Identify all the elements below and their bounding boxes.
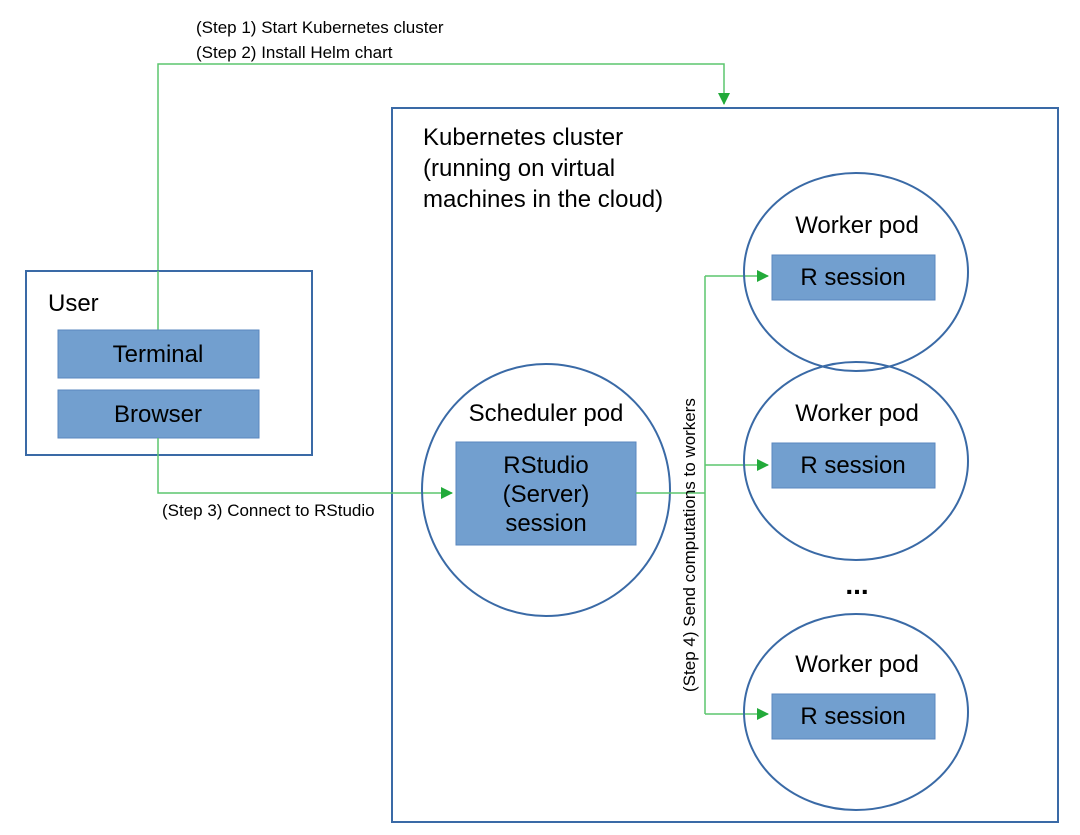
terminal-label: Terminal — [113, 341, 204, 368]
user-title: User — [48, 290, 99, 317]
rstudio-line-2: (Server) — [503, 481, 590, 508]
step4-label: (Step 4) Send computations to workers — [680, 398, 699, 692]
worker-pod-3 — [743, 613, 969, 811]
rstudio-session-box — [455, 441, 637, 546]
browser-label: Browser — [114, 401, 202, 428]
cluster-title-line-3: machines in the cloud) — [423, 186, 663, 213]
scheduler-pod-title: Scheduler pod — [469, 400, 624, 427]
worker-pod-1-title: Worker pod — [795, 212, 919, 239]
rstudio-line-3: session — [505, 510, 586, 537]
scheduler-pod — [421, 363, 671, 617]
worker-1-session-label: R session — [800, 264, 905, 291]
step1-label: (Step 1) Start Kubernetes cluster — [196, 18, 444, 37]
more-workers-ellipsis: ... — [845, 569, 868, 600]
step3-connector — [157, 438, 453, 499]
worker-3-session-label: R session — [800, 703, 905, 730]
worker-pod-1 — [743, 172, 969, 372]
worker-3-session-box — [771, 693, 936, 740]
step2-label: (Step 2) Install Helm chart — [196, 43, 393, 62]
worker-1-session-box — [771, 254, 936, 301]
worker-2-session-box — [771, 442, 936, 489]
step3-label: (Step 3) Connect to RStudio — [162, 501, 375, 520]
worker-pod-3-title: Worker pod — [795, 651, 919, 678]
worker-pod-2-title: Worker pod — [795, 400, 919, 427]
cluster-title-line-1: Kubernetes cluster — [423, 124, 623, 151]
browser-box — [57, 389, 260, 439]
step1-2-connector — [157, 63, 730, 330]
cluster-title-line-2: (running on virtual — [423, 155, 615, 182]
terminal-box — [57, 329, 260, 379]
kubernetes-cluster-box — [391, 107, 1059, 823]
rstudio-line-1: RStudio — [503, 452, 588, 479]
worker-pod-2 — [743, 361, 969, 561]
worker-2-session-label: R session — [800, 452, 905, 479]
